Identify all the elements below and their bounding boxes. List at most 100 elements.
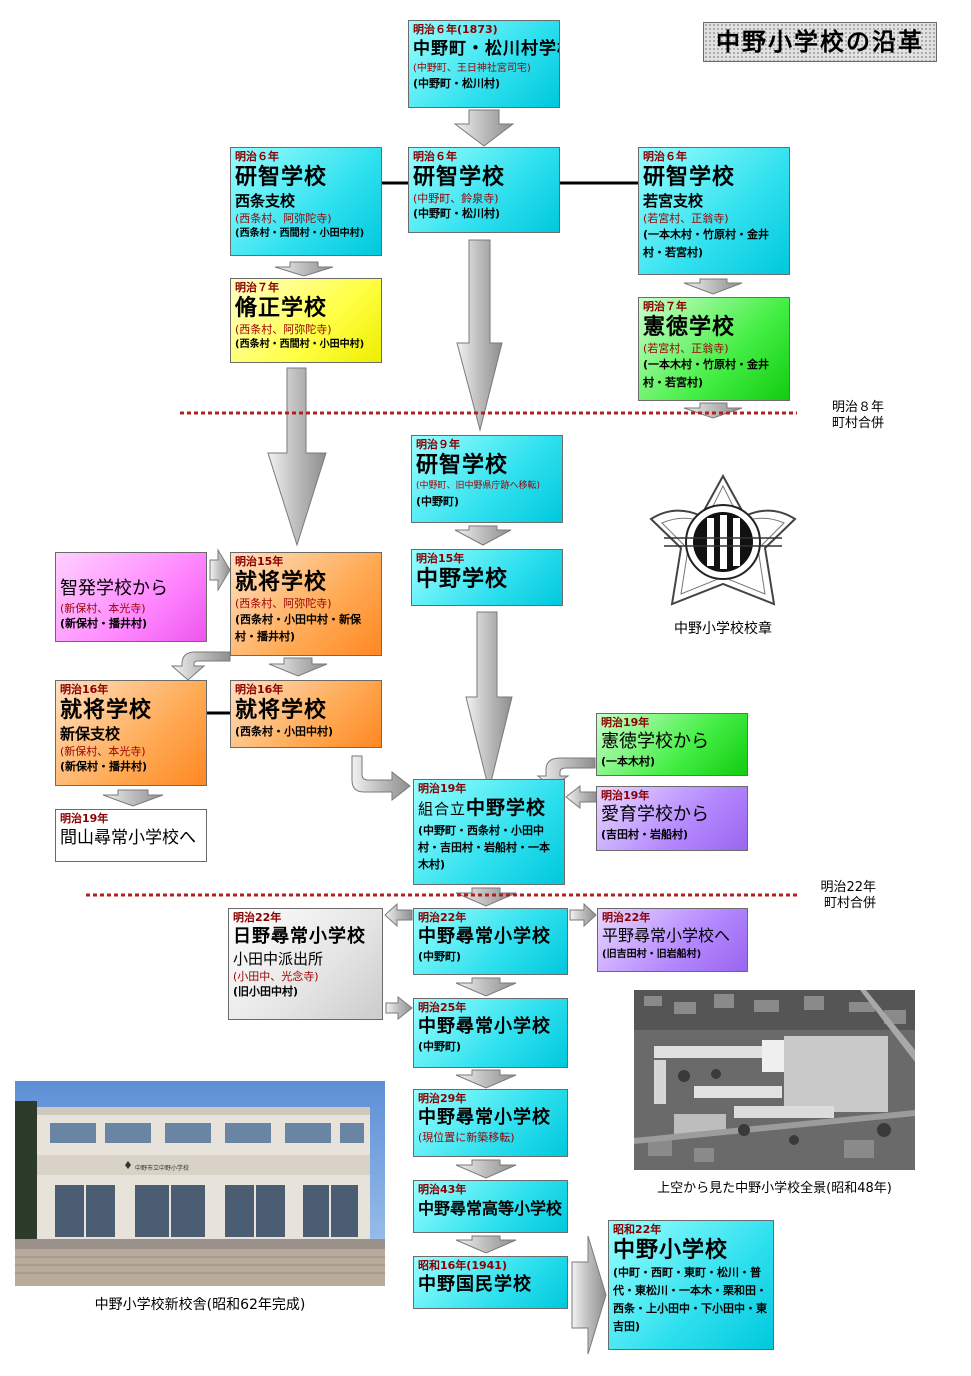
school-name: 愛育学校から	[601, 803, 743, 827]
school-name: 研智学校	[235, 164, 377, 191]
villages: (新保村・播井村)	[60, 616, 202, 631]
era-label: 明治19年	[601, 789, 743, 803]
villages: (中野町・西条村・小田中村・吉田村・岩船村・一本木村)	[418, 822, 560, 873]
era-label: 明治15年	[416, 552, 558, 566]
school-box-kentoku: 明治７年 憲徳学校 (若宮村、正翁寺) (一本木村・竹原村・金井村・若宮村)	[638, 297, 790, 401]
location: (中野町、旧中野県庁跡へ移転)	[416, 479, 558, 494]
school-name: 憲徳学校から	[601, 730, 743, 754]
villages: (中野町)	[416, 494, 558, 509]
villages: (一本木村)	[601, 754, 743, 769]
school-box-nakano-jinjo-29: 明治29年 中野尋常小学校 (現位置に新築移転)	[413, 1089, 568, 1157]
era-label: 明治22年	[233, 911, 378, 925]
school-name: 就将学校	[235, 569, 377, 596]
school-box-kenchi: 明治６年 研智学校 (中野町、鈴泉寺) (中野町・松川村)	[408, 147, 560, 233]
school-name: 智発学校から	[60, 577, 202, 601]
era-label: 明治７年	[643, 300, 785, 314]
school-emblem-icon	[642, 472, 804, 614]
school-name: 就将学校	[235, 697, 377, 724]
era-label: 明治６年	[235, 150, 377, 164]
page-title: 中野小学校の沿革	[703, 22, 937, 62]
era-label: 明治43年	[418, 1183, 563, 1197]
villages: (中野町・松川村)	[413, 76, 555, 91]
school-name: 研智学校	[416, 452, 558, 479]
arrow-right	[572, 1236, 606, 1354]
location: (西条村、阿弥陀寺)	[235, 596, 377, 611]
arrow-curved	[352, 756, 410, 800]
arrow-down	[456, 1160, 516, 1178]
arrow-down	[684, 403, 742, 418]
location: (西条村、阿弥陀寺)	[235, 322, 377, 337]
school-box-shusho-meiji16: 明治16年 就将学校 (西条村・小田中村)	[230, 680, 382, 748]
location: (現位置に新築移転)	[418, 1130, 563, 1145]
arrow-right	[386, 997, 412, 1019]
emblem-caption: 中野小学校校章	[642, 620, 804, 638]
prefix-label: 組合立	[418, 800, 466, 818]
era-label: 明治19年	[601, 716, 743, 730]
building-caption: 中野小学校新校舎(昭和62年完成)	[15, 1296, 385, 1314]
school-box-kentoku-from: 明治19年 憲徳学校から (一本木村)	[596, 713, 748, 776]
era-label: 明治16年	[60, 683, 202, 697]
era-label: 明治６年	[643, 150, 785, 164]
arrow-right	[570, 904, 596, 926]
school-name: 中野町・松川村学校	[413, 37, 555, 61]
school-name: 平野尋常小学校へ	[602, 925, 743, 947]
era-label: 明治６年	[413, 150, 555, 164]
era-label: 明治19年	[418, 782, 560, 796]
arrow-down	[456, 1070, 516, 1088]
school-box-hirano: 明治22年 平野尋常小学校へ (旧吉田村・旧岩船村)	[597, 908, 748, 972]
villages: (中町・西町・東町・松川・普代・東松川・一本木・栗和田・西条・上小田中・下小田中…	[613, 1264, 769, 1336]
school-name: 中野国民学校	[418, 1273, 563, 1297]
arrow-down	[455, 526, 511, 545]
arrow-down	[684, 279, 742, 294]
arrow-down-long	[457, 240, 502, 430]
arrow-down	[455, 110, 513, 146]
aerial-caption: 上空から見た中野小学校全景(昭和48年)	[634, 1180, 915, 1198]
school-box-chihatsu: 智発学校から (新保村、本光寺) (新保村・播井村)	[55, 552, 207, 642]
era-label: 明治16年	[235, 683, 377, 697]
era-label: 明治７年	[235, 281, 377, 295]
school-box-shusho-meiji15: 明治15年 就将学校 (西条村、阿弥陀寺) (西条村・小田中村・新保村・播井村)	[230, 552, 382, 656]
arrow-down	[275, 262, 333, 276]
school-box-hino: 明治22年 日野尋常小学校 小田中派出所 (小田中、光念寺) (旧小田中村)	[228, 908, 383, 1020]
villages: (西条村・西間村・小田中村)	[235, 337, 377, 352]
school-name: 中野尋常小学校	[418, 1015, 563, 1039]
era-label: 昭和22年	[613, 1223, 769, 1237]
merger-note-meiji22: 明治22年 町村合併	[808, 880, 876, 912]
era-label: 明治25年	[418, 1001, 563, 1015]
branch-name: 西条支校	[235, 191, 377, 211]
school-name: 脩正学校	[235, 295, 377, 322]
location: (西条村、阿弥陀寺)	[235, 211, 377, 226]
school-box-kumiai-nakano: 明治19年 組合立中野学校 (中野町・西条村・小田中村・吉田村・岩船村・一本木村…	[413, 779, 565, 885]
school-box-kenchi-wakamiya: 明治６年 研智学校 若宮支校 (若宮村、正翁寺) (一本木村・竹原村・金井村・若…	[638, 147, 790, 275]
school-name: 就将学校	[60, 697, 202, 724]
location: (新保村、本光寺)	[60, 601, 202, 616]
arrow-down	[269, 658, 327, 676]
villages: (中野町)	[418, 949, 563, 964]
villages: (西条村・小田中村・新保村・播井村)	[235, 611, 377, 645]
school-box-nakano-jinjo-25: 明治25年 中野尋常小学校 (中野町)	[413, 998, 568, 1068]
arrow-down	[456, 1236, 516, 1253]
villages: (中野町)	[418, 1039, 563, 1054]
school-box-kenchi-saijo: 明治６年 研智学校 西条支校 (西条村、阿弥陀寺) (西条村・西間村・小田中村)	[230, 147, 382, 256]
arrow-left	[385, 904, 412, 926]
building-sign-text: 中野市立中野小学校	[135, 1164, 189, 1172]
school-name: 中野小学校	[613, 1237, 769, 1264]
era-label: 明治22年	[418, 911, 563, 925]
villages: (西条村・西間村・小田中村)	[235, 226, 377, 241]
villages: (一本木村・竹原村・金井村・若宮村)	[643, 226, 785, 262]
school-name: 中野尋常小学校	[418, 1106, 563, 1130]
new-building-photo-image: 中野市立中野小学校	[15, 1081, 385, 1286]
school-name: 間山尋常小学校へ	[60, 826, 202, 850]
era-label: 昭和16年(1941)	[418, 1259, 563, 1273]
villages: (吉田村・岩船村)	[601, 827, 743, 842]
school-box-nakano-kokumin: 昭和16年(1941) 中野国民学校	[413, 1256, 568, 1309]
school-box-mayama: 明治19年 間山尋常小学校へ	[55, 809, 207, 862]
arrow-down	[103, 790, 163, 806]
villages: (旧吉田村・旧岩船村)	[602, 947, 743, 962]
location: (若宮村、正翁寺)	[643, 211, 785, 226]
school-box-shusho-shinbo: 明治16年 就将学校 新保支校 (新保村、本光寺) (新保村・播井村)	[55, 680, 207, 786]
school-name: 中野尋常小学校	[418, 925, 563, 949]
school-name: 中野尋常高等小学校	[418, 1197, 563, 1221]
branch-name: 新保支校	[60, 724, 202, 744]
villages: (旧小田中村)	[233, 984, 378, 999]
